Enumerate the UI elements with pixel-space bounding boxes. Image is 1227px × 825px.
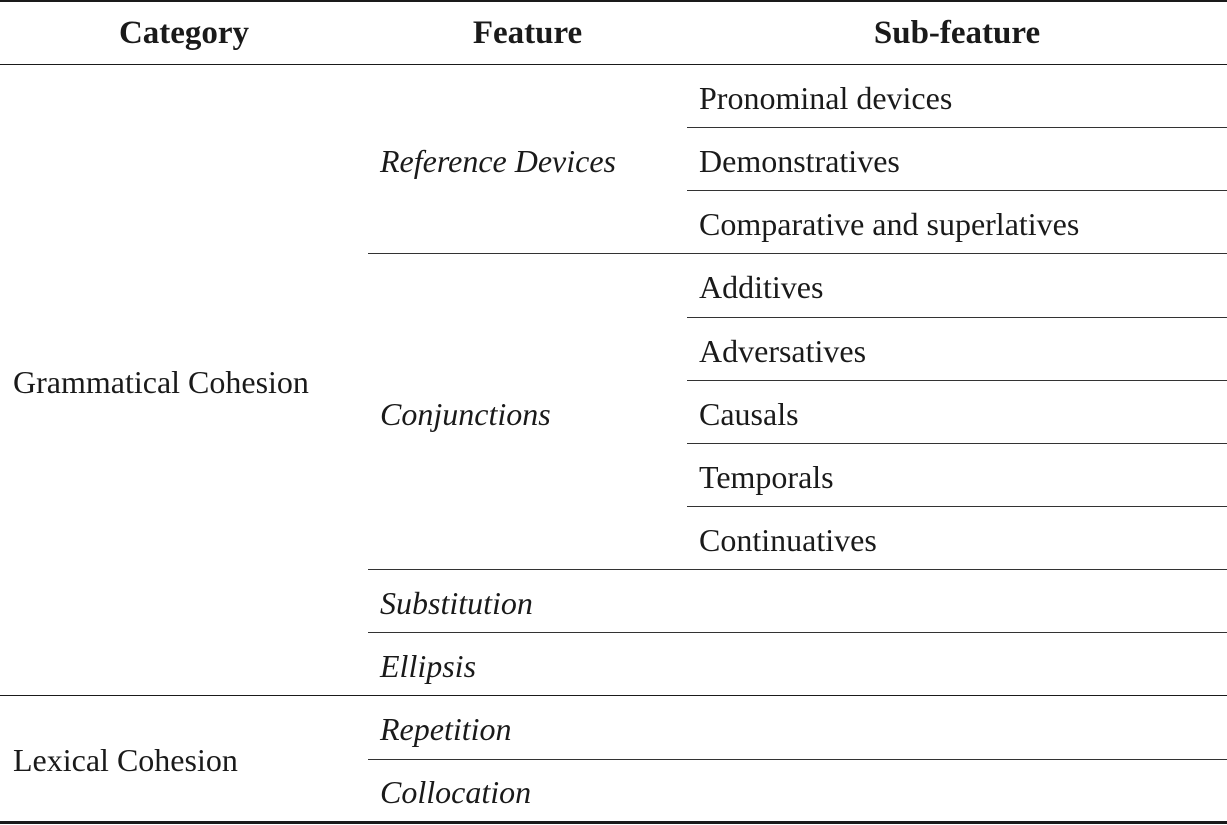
subfeature-rule xyxy=(687,443,1227,444)
subfeature-rule xyxy=(687,380,1227,381)
subfeature-rule xyxy=(687,317,1227,318)
feature-cell: Conjunctions xyxy=(380,396,551,432)
feature-cell: Substitution xyxy=(380,585,533,621)
feature-cell: Reference Devices xyxy=(380,143,616,179)
subfeature-rule xyxy=(687,506,1227,507)
category-cell: Lexical Cohesion xyxy=(13,742,238,778)
subfeature-cell: Demonstratives xyxy=(699,143,900,179)
bottom-rule xyxy=(0,821,1227,824)
header-rule xyxy=(0,64,1227,65)
category-cell: Grammatical Cohesion xyxy=(13,364,309,400)
subfeature-rule xyxy=(687,190,1227,191)
category-divider-rule xyxy=(0,695,1227,696)
subfeature-rule xyxy=(687,127,1227,128)
feature-rule xyxy=(368,569,1227,570)
feature-rule xyxy=(368,632,1227,633)
top-rule xyxy=(0,0,1227,2)
subfeature-cell: Continuatives xyxy=(699,522,877,558)
subfeature-cell: Causals xyxy=(699,396,799,432)
subfeature-cell: Additives xyxy=(699,269,824,305)
subfeature-cell: Adversatives xyxy=(699,333,867,369)
feature-cell: Collocation xyxy=(380,774,532,810)
header-subfeature: Sub-feature xyxy=(873,15,1041,51)
header-category: Category xyxy=(118,15,250,51)
subfeature-cell: Temporals xyxy=(699,459,834,495)
feature-rule xyxy=(368,759,1227,760)
feature-rule xyxy=(368,253,1227,254)
feature-cell: Ellipsis xyxy=(380,648,477,684)
feature-cell: Repetition xyxy=(380,711,512,747)
subfeature-cell: Comparative and superlatives xyxy=(699,206,1080,242)
subfeature-cell: Pronominal devices xyxy=(699,80,953,116)
header-feature: Feature xyxy=(472,15,583,51)
